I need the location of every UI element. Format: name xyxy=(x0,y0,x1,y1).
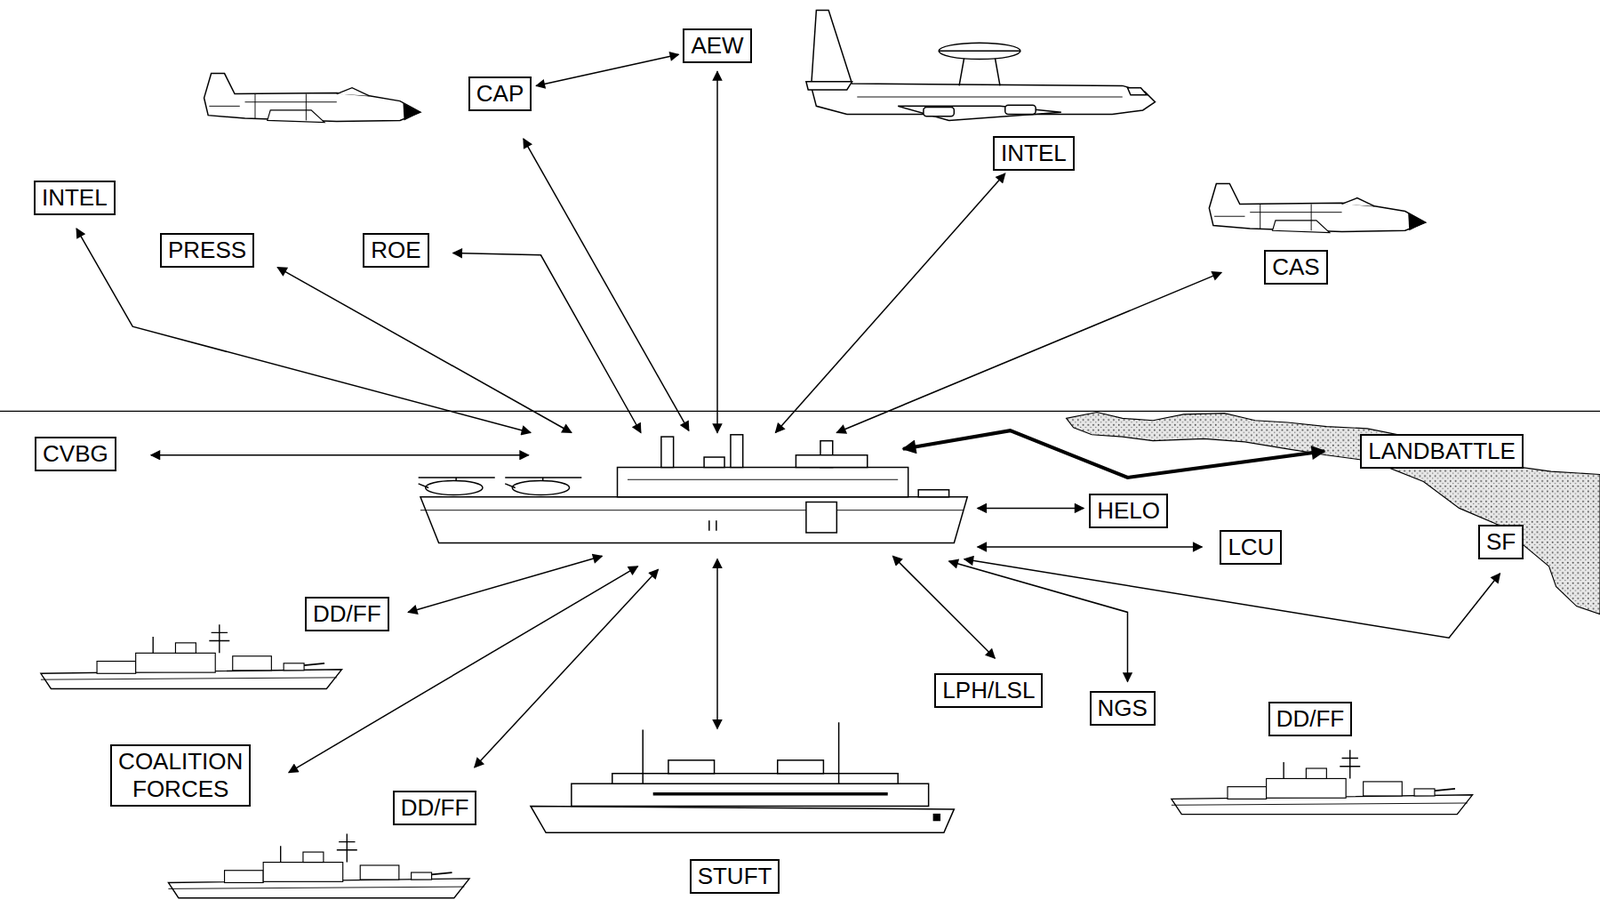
box-label: DD/FF xyxy=(312,600,382,628)
carrier-ship xyxy=(418,434,968,544)
label-box: LPH/LSL xyxy=(934,672,1043,708)
destroyer-ship xyxy=(40,624,343,688)
label-box: STUFT xyxy=(689,858,781,894)
destroyer-ship xyxy=(168,832,470,897)
merchant-ship xyxy=(530,721,954,832)
label-box: PRESS xyxy=(160,232,255,268)
label-box: HELO xyxy=(1088,493,1168,528)
label-box: DD/FF xyxy=(1268,701,1353,736)
box-label: INTEL xyxy=(41,184,108,212)
fighter-aircraft xyxy=(1208,184,1425,233)
label-box: CAS xyxy=(1264,249,1328,285)
connector-arrow xyxy=(536,54,679,86)
label-box: SF xyxy=(1478,524,1524,560)
label-box: ROE xyxy=(362,232,429,268)
label-box: DD/FF xyxy=(392,790,478,825)
box-label: CVBG xyxy=(42,440,109,468)
box-label: DD/FF xyxy=(1276,704,1345,733)
box-label: CAS xyxy=(1272,253,1320,281)
box-label: CAP xyxy=(476,80,524,108)
label-box: CVBG xyxy=(34,436,117,472)
label-box: LCU xyxy=(1219,529,1282,565)
label-box: NGS xyxy=(1089,690,1156,726)
box-label: SF xyxy=(1486,528,1516,556)
box-label: NGS xyxy=(1097,694,1148,722)
box-label: ROE xyxy=(370,236,421,264)
destroyer-ship xyxy=(1171,749,1473,814)
fighter-aircraft xyxy=(204,73,421,123)
box-label: PRESS xyxy=(168,236,247,264)
box-label: INTEL xyxy=(1000,139,1067,168)
label-box: CAP xyxy=(468,76,532,112)
box-label: DD/FF xyxy=(400,793,470,822)
box-label: HELO xyxy=(1096,496,1160,525)
coastline xyxy=(1066,412,1600,615)
label-box: INTEL xyxy=(33,180,116,216)
box-label: STUFT xyxy=(697,862,773,890)
label-box: INTEL xyxy=(992,136,1075,171)
box-label: COALITION FORCES xyxy=(118,747,243,803)
label-box: DD/FF xyxy=(304,596,390,632)
awacs-aircraft xyxy=(806,9,1156,120)
horizon-line xyxy=(0,410,1600,412)
label-box: COALITION FORCES xyxy=(110,744,251,807)
box-label: AEW xyxy=(690,32,744,60)
label-box: LANDBATTLE xyxy=(1360,433,1524,469)
box-label: LCU xyxy=(1227,533,1274,561)
connector-arrows xyxy=(76,71,1500,772)
label-box: AEW xyxy=(682,28,752,64)
box-label: LANDBATTLE xyxy=(1368,437,1516,465)
box-label: LPH/LSL xyxy=(942,676,1035,704)
